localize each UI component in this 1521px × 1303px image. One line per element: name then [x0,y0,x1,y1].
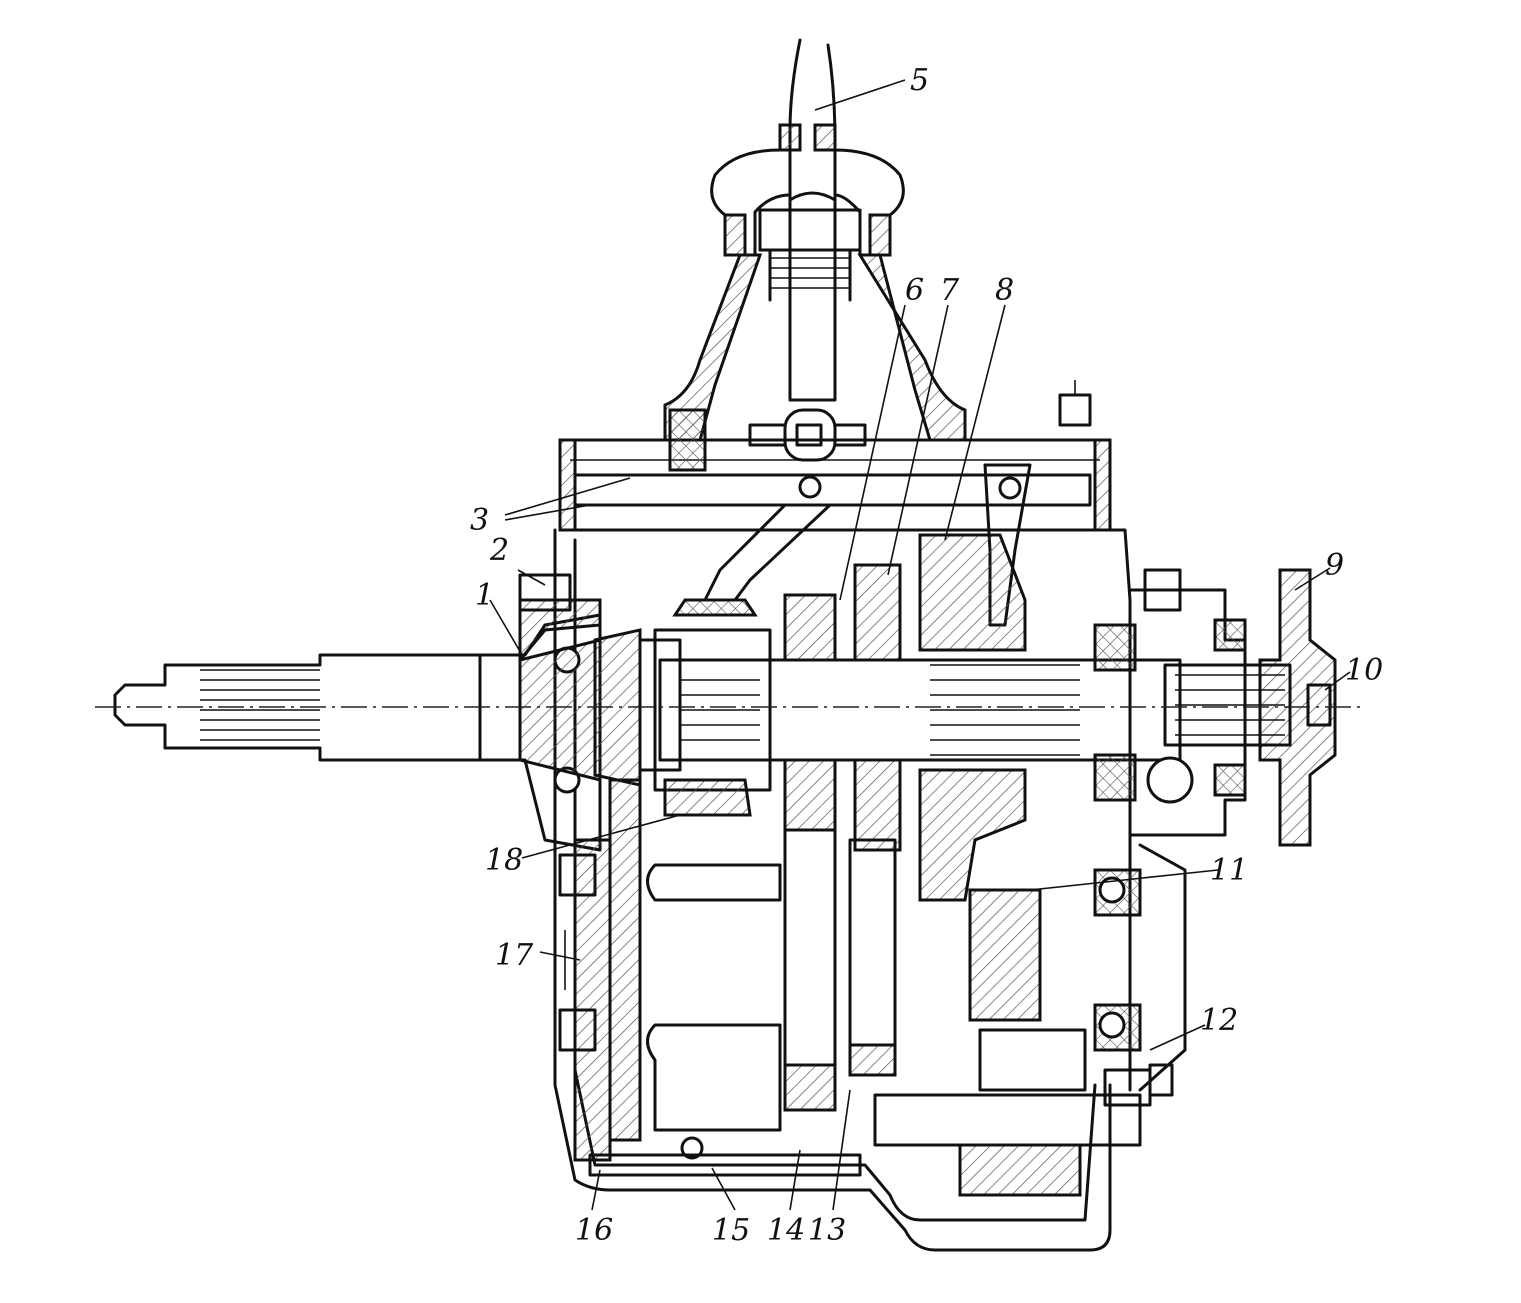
callout-labels: 1 2 3 5 6 7 8 9 10 11 12 13 14 15 16 17 … [470,63,1383,1248]
callout-12: 12 [1200,1003,1238,1038]
gear-6 [783,593,837,832]
input-shaft [113,638,602,782]
shift-fork-front [672,503,832,617]
lever-pivot [748,408,867,462]
breather-valve [1058,380,1092,427]
counter-block-windows [646,863,782,1132]
callout-17: 17 [495,938,534,973]
leader-lines [489,79,1351,1211]
callout-15: 15 [712,1213,750,1248]
callout-1: 1 [475,578,494,613]
counter-gear-16 [608,778,642,1142]
rear-bearing [1093,623,1194,804]
callout-11: 11 [1210,853,1248,888]
countershaft-bearing [1093,868,1142,1052]
callout-7: 7 [940,273,960,308]
synchronizer-hub [653,628,772,817]
lever-boot [710,123,905,257]
callout-18: 18 [485,843,523,878]
callout-14: 14 [767,1213,805,1248]
callout-16: 16 [575,1213,613,1248]
front-cover-bolts [558,838,612,1162]
callout-13: 13 [808,1213,846,1248]
shift-lever [788,38,837,402]
callout-5: 5 [910,63,929,98]
reverse-idler-shaft [873,1063,1174,1197]
lever-ball-joint [758,208,862,302]
counter-gear-13 [848,838,897,1077]
housing-main-wall [553,528,1187,1252]
callout-10: 10 [1345,653,1383,688]
callout-3: 3 [470,503,489,538]
callout-9: 9 [1325,548,1344,583]
counter-gear-14 [783,828,837,1112]
callout-8: 8 [995,273,1014,308]
shift-rod [573,473,1092,507]
drain-plug [588,1136,862,1177]
reverse-gear [968,888,1087,1092]
callout-6: 6 [905,273,924,308]
gear-8-sliding [918,533,1027,902]
callout-2: 2 [489,533,509,568]
gear-7 [853,563,902,852]
